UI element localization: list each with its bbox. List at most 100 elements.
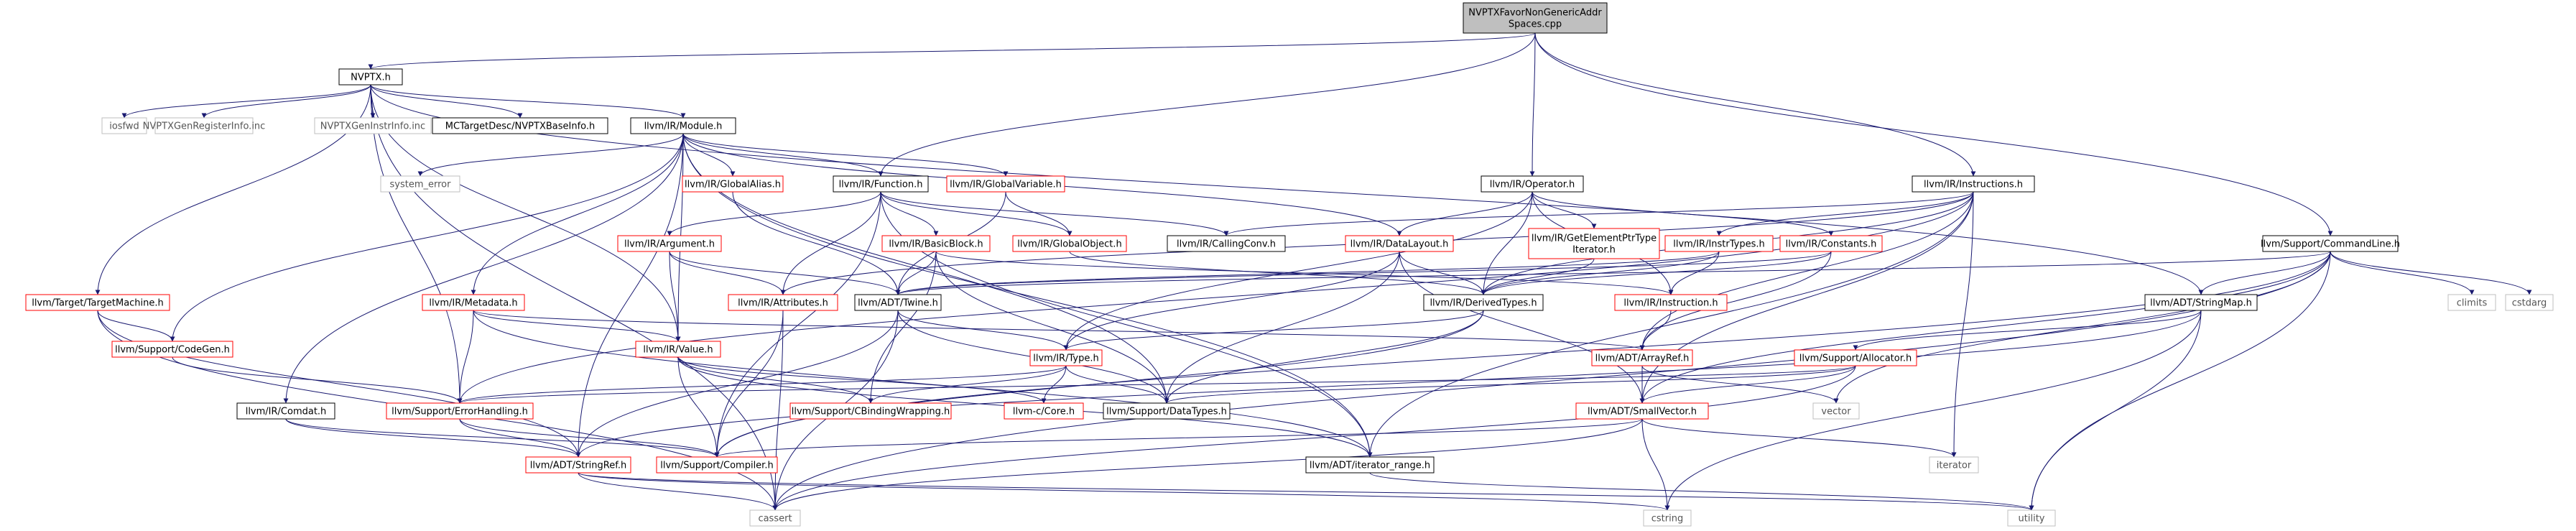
node-label-function: llvm/IR/Function.h xyxy=(839,180,923,190)
node-globalvariable[interactable]: llvm/IR/GlobalVariable.h xyxy=(946,175,1065,193)
node-box-function xyxy=(833,175,929,193)
node-callingconv[interactable]: llvm/IR/CallingConv.h xyxy=(1167,235,1286,252)
node-label-iterator: iterator xyxy=(1937,461,1972,471)
node-mctarget[interactable]: MCTargetDesc/NVPTXBaseInfo.h xyxy=(432,117,608,134)
node-label-instructions: llvm/IR/Instructions.h xyxy=(1924,180,2023,190)
edge-function-to-attributes xyxy=(780,191,881,295)
edge-datalayout-to-type xyxy=(1063,251,1400,351)
edge-root-to-nvptx xyxy=(368,32,1536,70)
edge-metadata-to-arrayref xyxy=(473,310,1645,351)
node-label-root: NVPTXFavorNonGenericAddr xyxy=(1468,8,1602,19)
edge-nvptx-to-errorhandling xyxy=(370,84,463,404)
edge-module-to-codegen xyxy=(170,133,684,342)
node-comdat[interactable]: llvm/IR/Comdat.h xyxy=(236,402,335,420)
node-box-nvptx xyxy=(338,68,403,86)
node-errorhandling[interactable]: llvm/Support/ErrorHandling.h xyxy=(386,402,534,420)
node-iterrange[interactable]: llvm/ADT/iterator_range.h xyxy=(1305,456,1435,474)
node-basicblock[interactable]: llvm/IR/BasicBlock.h xyxy=(881,235,991,252)
edge-type-to-errorhandling xyxy=(457,365,1067,404)
node-box-iterrange xyxy=(1305,456,1435,474)
node-geninstr: NVPTXGenInstrInfo.inc xyxy=(314,117,432,134)
node-intrtypes[interactable]: llvm/IR/InstrTypes.h xyxy=(1664,235,1774,252)
edge-instruction-to-arrayref xyxy=(1639,310,1672,351)
node-globalalias[interactable]: llvm/IR/GlobalAlias.h xyxy=(682,175,784,193)
node-label-climits: climits xyxy=(2457,298,2488,309)
node-metadata[interactable]: llvm/IR/Metadata.h xyxy=(422,294,525,311)
edge-basicblock-to-datatypes xyxy=(935,251,1169,404)
node-type[interactable]: llvm/IR/Type.h xyxy=(1029,349,1103,366)
node-codegen[interactable]: llvm/Support/CodeGen.h xyxy=(111,341,233,358)
edge-attributes-to-compiler xyxy=(714,310,784,458)
node-box-geninstr xyxy=(314,117,432,134)
node-nvptx[interactable]: NVPTX.h xyxy=(338,68,403,86)
edge-constants-to-derivedtypes xyxy=(1481,251,1832,295)
edge-type-to-datatypes xyxy=(1065,365,1169,404)
node-system_error: system_error xyxy=(380,175,460,193)
node-instructions[interactable]: llvm/IR/Instructions.h xyxy=(1912,175,2035,193)
edge-function-to-basicblock xyxy=(880,191,939,236)
node-smallvector[interactable]: llvm/ADT/SmallVector.h xyxy=(1575,402,1709,420)
node-globalobject[interactable]: llvm/IR/GlobalObject.h xyxy=(1012,235,1127,252)
edge-datalayout-to-smallvector xyxy=(1399,251,1645,404)
node-box-metadata xyxy=(422,294,525,311)
node-function[interactable]: llvm/IR/Function.h xyxy=(833,175,929,193)
node-box-targetmachine xyxy=(25,294,170,311)
node-box-constants xyxy=(1779,235,1883,252)
node-compiler[interactable]: llvm/Support/Compiler.h xyxy=(656,456,778,474)
node-label-utility: utility xyxy=(2019,514,2045,525)
node-box-genreg xyxy=(154,117,254,134)
node-stringref[interactable]: llvm/ADT/StringRef.h xyxy=(525,456,631,474)
node-stringmap[interactable]: llvm/ADT/StringMap.h xyxy=(2144,294,2258,311)
node-label-system_error: system_error xyxy=(390,180,452,190)
node-cbinding[interactable]: llvm/Support/CBindingWrapping.h xyxy=(789,402,952,420)
edge-nvptx-to-genreg xyxy=(201,84,371,119)
node-label-cstdarg: cstdarg xyxy=(2512,298,2547,309)
node-label-cstring: cstring xyxy=(1651,514,1683,525)
node-targetmachine[interactable]: llvm/Target/TargetMachine.h xyxy=(25,294,170,311)
node-box-errorhandling xyxy=(386,402,534,420)
node-cmdline[interactable]: llvm/Support/CommandLine.h xyxy=(2261,235,2400,252)
edge-derivedtypes-to-datatypes xyxy=(1164,310,1484,404)
node-datatypes[interactable]: llvm/Support/DataTypes.h xyxy=(1103,402,1231,420)
node-twine[interactable]: llvm/ADT/Twine.h xyxy=(854,294,942,311)
edge-root-to-function xyxy=(878,32,1536,177)
edge-allocator-to-errorhandling xyxy=(458,365,1856,404)
edge-datalayout-to-derivedtypes xyxy=(1399,251,1486,295)
node-llvmc[interactable]: llvm-c/Core.h xyxy=(1004,402,1084,420)
edge-smallvector-to-cassert xyxy=(772,418,1643,511)
node-box-arrayref xyxy=(1591,349,1693,366)
node-constants[interactable]: llvm/IR/Constants.h xyxy=(1779,235,1883,252)
edge-value-to-llvmc xyxy=(677,356,1047,404)
edge-targetmachine-to-codegen xyxy=(97,310,175,342)
node-label-vector: vector xyxy=(1821,407,1851,417)
edge-nvptx-to-mctarget xyxy=(370,84,523,119)
edge-comdat-to-stringref xyxy=(285,418,581,458)
node-box-system_error xyxy=(380,175,460,193)
node-box-cstring xyxy=(1643,509,1692,527)
node-box-llvmc xyxy=(1004,402,1084,420)
edge-twine-to-stringref xyxy=(575,310,899,458)
edge-stringmap-to-cstring xyxy=(1664,310,2202,511)
node-box-vector xyxy=(1812,402,1860,420)
node-instruction[interactable]: llvm/IR/Instruction.h xyxy=(1614,294,1728,311)
edge-allocator-to-datatypes xyxy=(1164,365,1856,404)
edge-module-to-globalvariable xyxy=(682,133,1009,177)
node-arrayref[interactable]: llvm/ADT/ArrayRef.h xyxy=(1591,349,1693,366)
node-label-arrayref: llvm/ADT/ArrayRef.h xyxy=(1595,354,1690,364)
edge-function-to-globalobject xyxy=(880,191,1072,236)
edge-targetmachine-to-stringref xyxy=(97,310,581,458)
node-box-datalayout xyxy=(1345,235,1454,252)
node-attributes[interactable]: llvm/IR/Attributes.h xyxy=(728,294,838,311)
node-derivedtypes[interactable]: llvm/IR/DerivedTypes.h xyxy=(1423,294,1544,311)
edge-globalobject-to-derivedtypes xyxy=(1069,251,1486,295)
node-argument[interactable]: llvm/IR/Argument.h xyxy=(617,235,722,252)
node-module[interactable]: llvm/IR/Module.h xyxy=(630,117,736,134)
node-value[interactable]: llvm/IR/Value.h xyxy=(635,341,721,358)
node-box-instruction xyxy=(1614,294,1728,311)
edge-cmdline-to-climits xyxy=(2330,251,2475,295)
node-allocator[interactable]: llvm/Support/Allocator.h xyxy=(1794,349,1917,366)
node-operator[interactable]: llvm/IR/Operator.h xyxy=(1481,175,1584,193)
node-datalayout[interactable]: llvm/IR/DataLayout.h xyxy=(1345,235,1454,252)
